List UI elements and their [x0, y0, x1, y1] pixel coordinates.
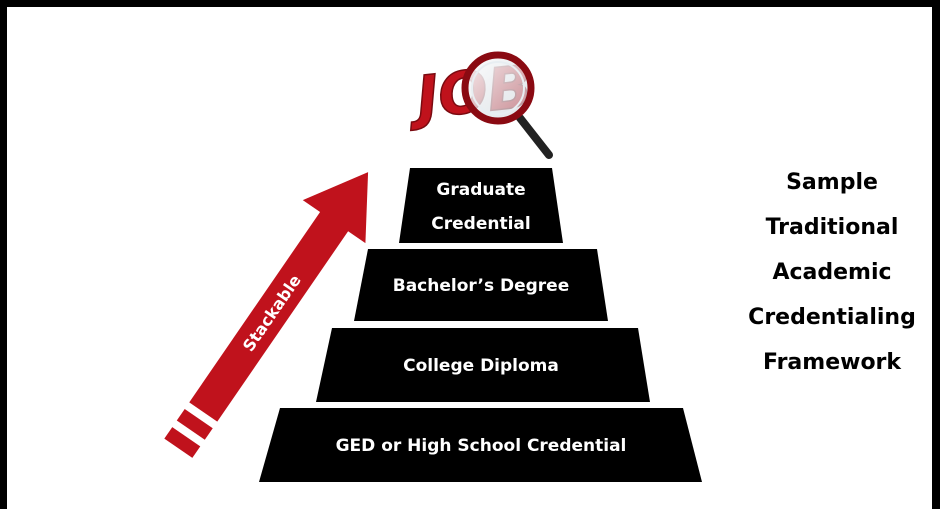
arrow-dash-2 — [176, 408, 213, 440]
side-title-line-3: Academic — [772, 260, 892, 285]
side-title-line-2: Traditional — [765, 215, 899, 240]
arrow-shaft — [189, 210, 350, 422]
tier-bachelors — [354, 249, 608, 321]
side-title-line-5: Framework — [762, 350, 902, 375]
job-logo: JOB — [403, 51, 553, 159]
side-title-line-4: Credentialing — [748, 305, 916, 330]
tier-graduate-line1: Graduate — [436, 180, 525, 200]
tier-highschool-label: GED or High School Credential — [336, 436, 627, 456]
side-title: Sample Traditional Academic Credentialin… — [742, 160, 922, 385]
tier-college — [316, 328, 650, 402]
pyramid: Graduate Credential Bachelor’s Degree Co… — [259, 168, 702, 482]
tier-graduate — [399, 168, 563, 243]
arrow-dash-1 — [164, 427, 201, 458]
arrow-head — [302, 172, 369, 244]
tier-graduate-line2: Credential — [431, 214, 530, 234]
tier-college-label: College Diploma — [403, 356, 559, 376]
side-title-line-1: Sample — [786, 170, 878, 195]
tier-highschool — [259, 408, 702, 482]
tier-bachelors-label: Bachelor’s Degree — [393, 276, 570, 296]
magnifier-icon — [461, 51, 553, 159]
